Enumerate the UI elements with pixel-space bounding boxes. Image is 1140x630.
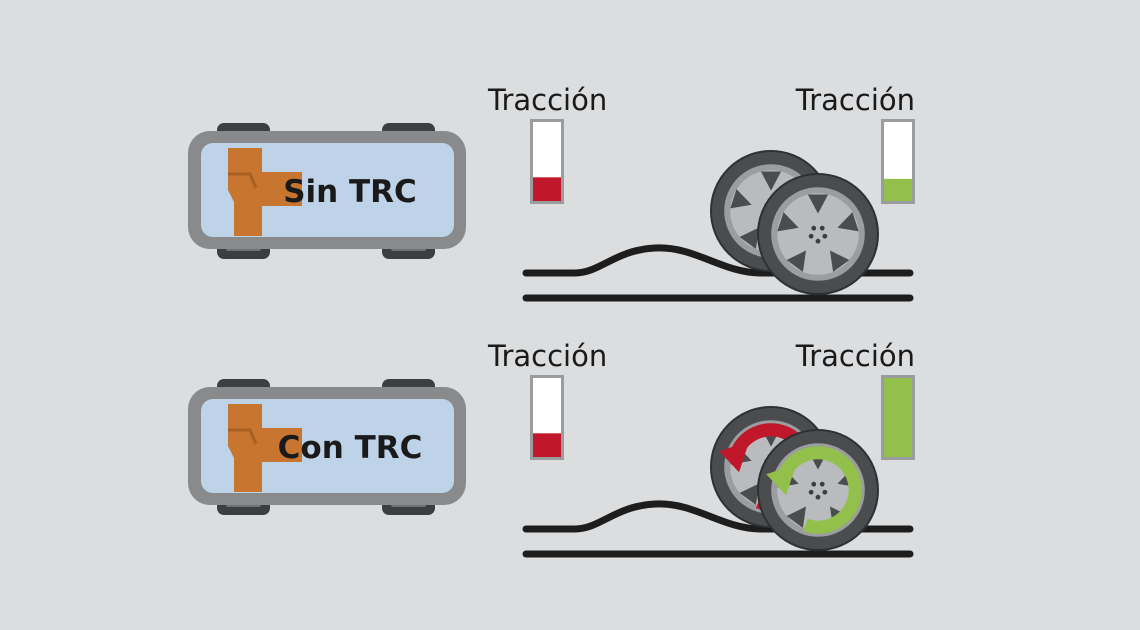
lug-nut: [811, 481, 817, 487]
spin-arrow-head: [719, 441, 750, 473]
rim-face: [777, 193, 859, 275]
rim-cutout: [739, 483, 760, 505]
gauge-fill: [533, 177, 561, 201]
car-top-view: Con TRC: [188, 379, 466, 515]
drivetrain-joint: [228, 428, 258, 445]
gauge-label: Tracción: [795, 83, 915, 117]
car-label: Sin TRC: [283, 174, 417, 210]
gauge-label: Tracción: [487, 339, 607, 373]
traction-gauge-left: Tracción: [487, 83, 607, 204]
car-top-view: Sin TRC: [188, 123, 466, 259]
road-surface-bumpy: [522, 500, 914, 533]
lug-nut: [815, 494, 821, 500]
rim-cutout: [730, 189, 752, 209]
road-surface-bumpy: [522, 244, 914, 277]
road: [522, 244, 914, 302]
gauge-fill: [884, 378, 912, 457]
gauge-label: Tracción: [487, 83, 607, 117]
lug-nut: [808, 489, 814, 495]
lug-nut: [815, 238, 821, 244]
gauge-fill: [884, 178, 912, 201]
car-body: [201, 143, 454, 237]
spin-arrow-green: [766, 446, 862, 534]
lug-nut: [822, 233, 828, 239]
lug-nut: [811, 225, 817, 231]
rim-cutout: [807, 194, 829, 214]
lug-nut: [819, 481, 825, 487]
traction-gauge-left: Tracción: [487, 339, 607, 460]
gauge-fill: [533, 433, 561, 457]
traction-gauge-right: Tracción: [795, 339, 915, 460]
rim-face: [777, 449, 859, 531]
rim-cutout: [777, 212, 799, 232]
rim-cutout: [786, 506, 807, 528]
rim-cutout: [739, 227, 760, 249]
drivetrain: [228, 404, 302, 492]
traction-gauge-right: Tracción: [795, 83, 915, 204]
gauge-label: Tracción: [795, 339, 915, 373]
car-label: Con TRC: [278, 430, 423, 466]
scenario-con-trc: Con TRC Tracción Tracción: [188, 339, 915, 558]
road: [522, 500, 914, 558]
drivetrain-joint: [228, 172, 258, 189]
lug-nut: [822, 489, 828, 495]
lug-nut: [819, 225, 825, 231]
spin-arrow-head: [766, 464, 797, 496]
spin-arrow-arc: [776, 446, 862, 534]
drivetrain: [228, 148, 302, 236]
lug-nut: [808, 233, 814, 239]
rim-cutout: [837, 212, 859, 232]
rim-cutout: [760, 171, 782, 191]
rim-cutout: [786, 250, 807, 272]
scenario-sin-trc: Sin TRC Tracción Tracción: [188, 83, 915, 302]
wheel-front: [757, 173, 879, 295]
car-body: [201, 399, 454, 493]
rim-cutout: [829, 250, 850, 272]
